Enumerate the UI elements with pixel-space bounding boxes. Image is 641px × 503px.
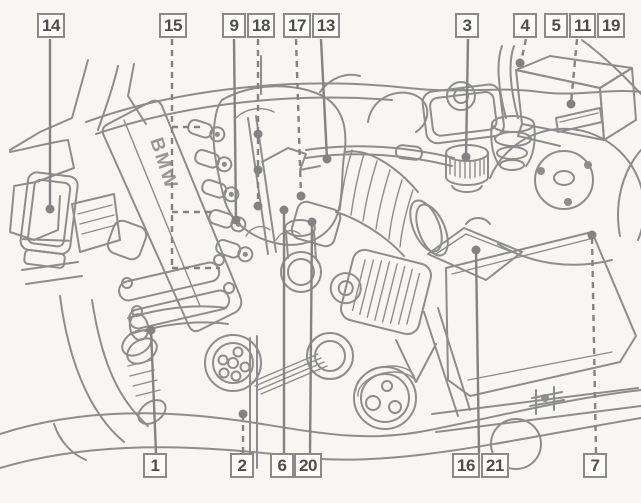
leader-line-4 bbox=[519, 38, 528, 63]
callout-box-16: 16 bbox=[452, 453, 480, 478]
callout-box-7: 7 bbox=[583, 453, 607, 478]
leader-line-9 bbox=[232, 38, 238, 221]
control-module-box bbox=[515, 55, 637, 147]
leader-dot-16-21 bbox=[471, 245, 481, 255]
leader-line-13 bbox=[319, 38, 329, 160]
ecu-box bbox=[19, 171, 79, 269]
leader-line-1 bbox=[149, 329, 158, 454]
callout-3: 3 bbox=[455, 13, 479, 38]
callout-box-4: 4 bbox=[513, 13, 537, 38]
callout-14: 14 bbox=[37, 13, 65, 38]
callout-1: 1 bbox=[143, 453, 167, 478]
hoses bbox=[59, 295, 229, 443]
leader-dot-4 bbox=[515, 58, 525, 68]
leader-dot-9 bbox=[231, 215, 241, 225]
callout-box-20: 20 bbox=[294, 453, 322, 478]
callout-box-15: 15 bbox=[159, 13, 187, 38]
callout-box-13: 13 bbox=[311, 13, 340, 38]
callout-box-9: 9 bbox=[222, 13, 246, 38]
callout-box-6: 6 bbox=[270, 453, 294, 478]
callout-box-17: 17 bbox=[283, 13, 311, 38]
leader-dot-6 bbox=[279, 205, 289, 215]
callout-group-16-21: 16 21 bbox=[452, 453, 509, 478]
callout-20: 20 bbox=[294, 453, 322, 478]
ecu-tray bbox=[21, 261, 83, 285]
callout-box-5: 5 bbox=[544, 13, 568, 38]
leader-dot-1 bbox=[146, 325, 156, 335]
air-cleaner-panel bbox=[445, 231, 637, 397]
leader-dot-18b bbox=[253, 165, 263, 175]
exhaust-manifold bbox=[118, 254, 235, 330]
callout-6: 6 bbox=[270, 453, 294, 478]
callout-box-2: 2 bbox=[230, 453, 254, 478]
valve-cover bbox=[101, 99, 243, 333]
leader-dot-18c bbox=[253, 201, 263, 211]
leader-line-7 bbox=[590, 236, 598, 454]
callout-box-21: 21 bbox=[480, 453, 509, 478]
leader-line-17 bbox=[294, 38, 303, 197]
brake-fluid-reservoir bbox=[421, 81, 505, 145]
callout-4: 4 bbox=[513, 13, 537, 38]
callout-group-9-18: 9 18 bbox=[222, 13, 275, 38]
callout-box-14: 14 bbox=[37, 13, 65, 38]
leader-dot-20 bbox=[307, 217, 317, 227]
leader-line-20 bbox=[308, 221, 314, 454]
leader-line-3 bbox=[464, 38, 470, 158]
intake-boot bbox=[335, 149, 449, 257]
callout-group-5-11-19: 5 11 19 bbox=[544, 13, 625, 38]
leader-dot-5-11-19 bbox=[566, 99, 576, 109]
leader-line-16-21 bbox=[474, 249, 481, 454]
cowl-and-fenders bbox=[9, 39, 641, 241]
ignition-cable-boot bbox=[490, 45, 536, 171]
alternator bbox=[329, 248, 432, 336]
callout-7: 7 bbox=[583, 453, 607, 478]
callout-box-3: 3 bbox=[455, 13, 479, 38]
leader-dot-18 bbox=[253, 129, 263, 139]
strut-tower bbox=[489, 127, 641, 266]
leader-dot-17 bbox=[296, 191, 306, 201]
callout-box-11: 11 bbox=[569, 13, 596, 38]
power-steering-reservoir bbox=[445, 144, 489, 193]
heat-shield bbox=[71, 193, 121, 253]
intake-silencer-box bbox=[427, 217, 523, 281]
ignition-coils bbox=[187, 118, 254, 263]
leader-dot-13 bbox=[322, 154, 332, 164]
callout-15: 15 bbox=[159, 13, 187, 38]
leader-dot-2 bbox=[238, 409, 248, 419]
leader-line-15 bbox=[170, 39, 220, 270]
oil-filter bbox=[280, 219, 322, 293]
leader-dot-14 bbox=[45, 204, 55, 214]
leader-dot-7 bbox=[587, 230, 597, 240]
callout-box-1: 1 bbox=[143, 453, 167, 478]
callout-2: 2 bbox=[230, 453, 254, 478]
callout-group-17-13: 17 13 bbox=[283, 13, 340, 38]
oil-filler-cap bbox=[106, 219, 148, 261]
callout-box-18: 18 bbox=[247, 13, 275, 38]
callout-box-19: 19 bbox=[596, 13, 625, 38]
leader-dot-3 bbox=[461, 152, 471, 162]
